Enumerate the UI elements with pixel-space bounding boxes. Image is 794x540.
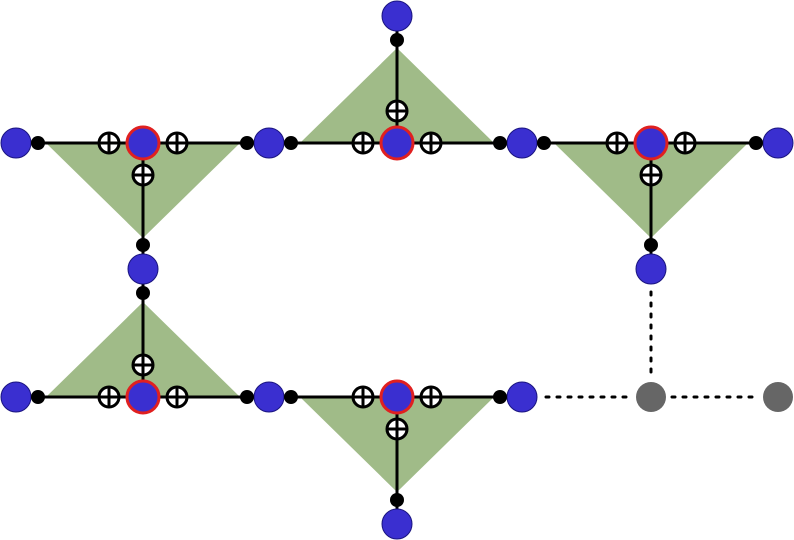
junction-dot-icon (31, 136, 45, 150)
xor-gate-icon (385, 99, 409, 123)
xor-gate-icon (165, 131, 189, 155)
xor-gate-icon (131, 163, 155, 187)
qubit-node (762, 127, 794, 159)
xor-gate-icon (385, 417, 409, 441)
xor-gate-icon (131, 353, 155, 377)
ancilla-qubit-node (125, 125, 161, 161)
xor-gate-icon (673, 131, 697, 155)
xor-gate-icon (419, 385, 443, 409)
qubit-node (0, 127, 32, 159)
qubit-node (127, 253, 159, 285)
xor-gate-icon (639, 163, 663, 187)
ancilla-qubit-node (379, 379, 415, 415)
xor-gate-icon (97, 131, 121, 155)
ancilla-qubit-node (125, 379, 161, 415)
qubit-node (381, 0, 413, 32)
ancilla-qubit-node (633, 125, 669, 161)
xor-gates-layer (97, 99, 697, 441)
junction-dot-icon (390, 33, 404, 47)
xor-gate-icon (351, 385, 375, 409)
junction-dot-icon (493, 136, 507, 150)
junction-dot-icon (749, 136, 763, 150)
ancilla-qubit-node (379, 125, 415, 161)
junction-dot-icon (644, 238, 658, 252)
junction-dot-icon (537, 136, 551, 150)
junction-dots-layer (31, 33, 763, 507)
junction-dot-icon (390, 493, 404, 507)
qubit-node (253, 381, 285, 413)
junction-dot-icon (284, 390, 298, 404)
xor-gate-icon (605, 131, 629, 155)
inactive-node (636, 382, 666, 412)
qubit-node (0, 381, 32, 413)
junction-dot-icon (136, 238, 150, 252)
xor-gate-icon (165, 385, 189, 409)
qubit-node (506, 127, 538, 159)
junction-dot-icon (284, 136, 298, 150)
dotted-links-layer (544, 290, 762, 399)
junction-dot-icon (493, 390, 507, 404)
junction-dot-icon (240, 136, 254, 150)
xor-gate-icon (351, 131, 375, 155)
qubit-node (381, 508, 413, 540)
xor-gate-icon (97, 385, 121, 409)
junction-dot-icon (136, 286, 150, 300)
junction-dot-icon (31, 390, 45, 404)
qubit-node (253, 127, 285, 159)
inactive-node (763, 382, 793, 412)
qubit-node (506, 381, 538, 413)
qubit-node (635, 253, 667, 285)
xor-gate-icon (419, 131, 443, 155)
junction-dot-icon (240, 390, 254, 404)
